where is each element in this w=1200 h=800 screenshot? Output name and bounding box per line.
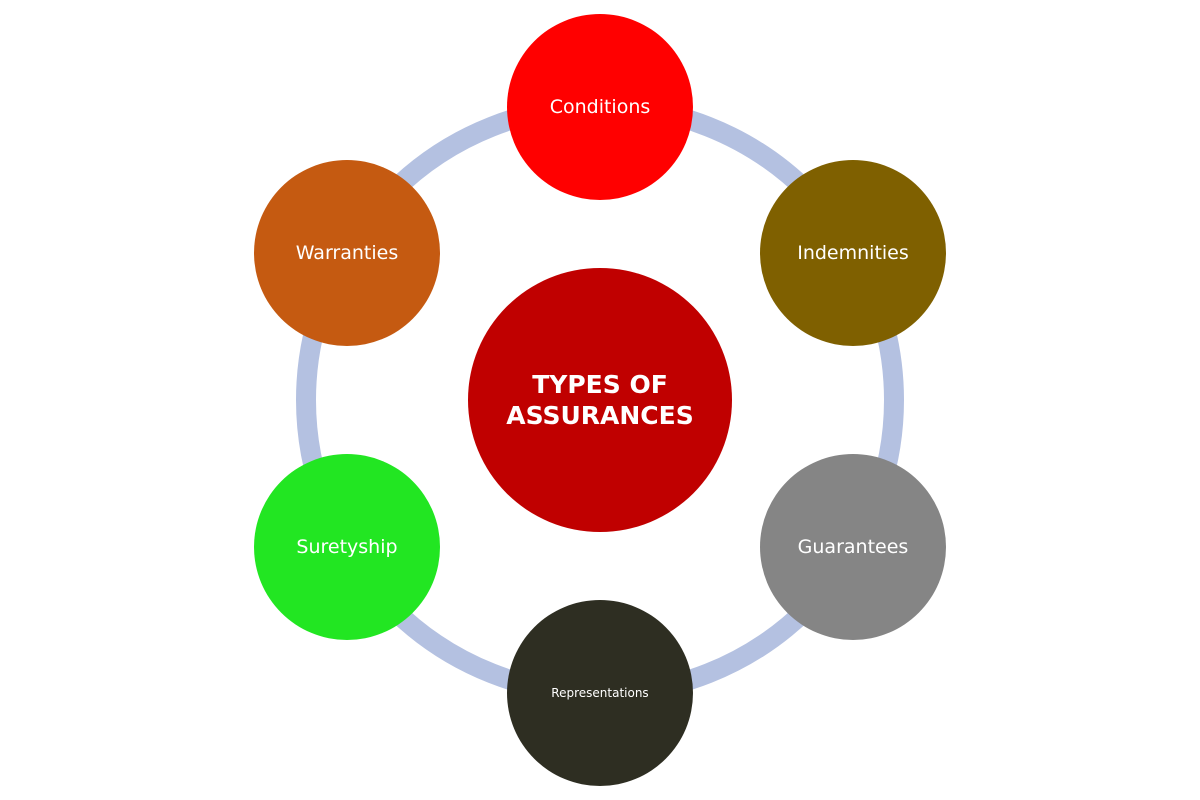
node-suretyship: Suretyship bbox=[254, 454, 440, 640]
center-node-types-of-assurances: TYPES OF ASSURANCES bbox=[468, 268, 732, 532]
node-warranties: Warranties bbox=[254, 160, 440, 346]
node-guarantees: Guarantees bbox=[760, 454, 946, 640]
node-representations: Representations bbox=[507, 600, 693, 786]
node-conditions: Conditions bbox=[507, 14, 693, 200]
node-indemnities: Indemnities bbox=[760, 160, 946, 346]
